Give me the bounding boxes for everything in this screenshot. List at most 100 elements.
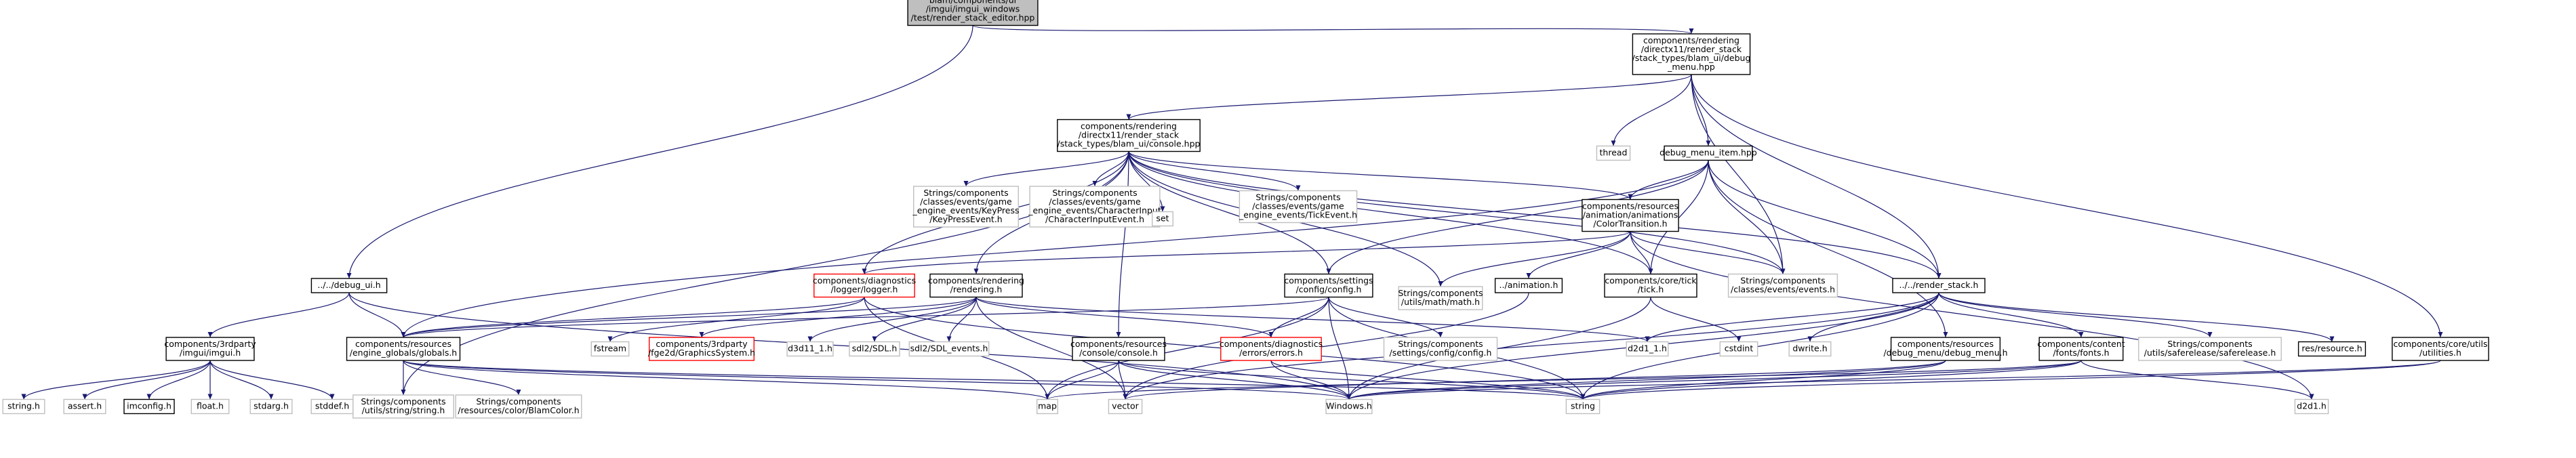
node-label-line: components/resources bbox=[1070, 339, 1167, 349]
node-render-stack[interactable]: ../../render_stack.h bbox=[1892, 278, 1986, 293]
node-box bbox=[2294, 398, 2329, 415]
edge-animation-to-vector bbox=[1125, 292, 1529, 400]
node-sdl: sdl2/SDL.h bbox=[849, 341, 900, 357]
node-debug-ui[interactable]: ../../debug_ui.h bbox=[310, 278, 388, 293]
node-label-line: _menu.hpp bbox=[1667, 62, 1715, 72]
node-label-line: components/3rdparty bbox=[656, 339, 748, 349]
node-box bbox=[1151, 211, 1173, 227]
node-label-line: /console/console.h bbox=[1079, 348, 1158, 358]
node-rendering[interactable]: components/rendering/rendering.h bbox=[928, 273, 1024, 298]
node-box bbox=[1383, 337, 1498, 361]
edge-render_stack-to-saferelease bbox=[1938, 292, 2211, 338]
node-tick[interactable]: components/core/tick/tick.h bbox=[1604, 273, 1697, 298]
node-box bbox=[190, 398, 230, 415]
edge-rendering-to-globals bbox=[403, 296, 977, 338]
node-label-line: ../../render_stack.h bbox=[1899, 280, 1979, 290]
node-box bbox=[63, 398, 106, 415]
node-label-line: /stack_types/blam_ui/debug bbox=[1632, 53, 1751, 63]
node-label-line: blam/components/ui bbox=[929, 0, 1016, 5]
node-animation[interactable]: ../animation.h bbox=[1494, 278, 1563, 293]
node-box bbox=[590, 341, 630, 357]
node-config[interactable]: components/settings/config/config.h bbox=[1284, 273, 1373, 298]
node-colortrans[interactable]: components/resources/animation/animation… bbox=[1582, 199, 1679, 232]
node-box bbox=[2, 398, 45, 415]
node-box bbox=[1029, 186, 1161, 228]
edge-imgui-to-stdarg bbox=[209, 360, 272, 400]
edge-console-to-tickevent bbox=[1128, 151, 1299, 191]
edge-rendering-to-d3d11 bbox=[809, 297, 977, 342]
edge-debug_ui-to-imgui bbox=[209, 292, 350, 338]
edge-console-to-keypress bbox=[965, 151, 1129, 187]
node-stdarg: stdarg.h bbox=[249, 398, 293, 415]
node-errors[interactable]: components/diagnostics/errors/errors.h bbox=[1220, 337, 1323, 361]
node-label-line: assert.h bbox=[68, 401, 102, 411]
edge-imgui-to-stddef bbox=[209, 360, 333, 400]
edge-globals-to-blamcolor bbox=[403, 360, 519, 396]
node-box bbox=[912, 186, 1019, 228]
node-imgui[interactable]: components/3rdparty/imgui/imgui.h bbox=[164, 337, 256, 361]
node-label-line: /animation/animations bbox=[1583, 210, 1678, 220]
node-label-line: /fge2d/GraphicsSystem.h bbox=[648, 348, 755, 358]
node-menu-item[interactable]: debug_menu_item.hpp bbox=[1659, 145, 1757, 161]
node-keypress: Strings/components/classes/events/game_e… bbox=[912, 186, 1020, 228]
node-box bbox=[1072, 337, 1165, 361]
node-globals[interactable]: components/resources/engine_globals/glob… bbox=[346, 337, 461, 361]
node-box bbox=[2392, 337, 2489, 361]
edge-arrowhead bbox=[2309, 394, 2314, 400]
node-box bbox=[249, 398, 293, 415]
node-events: Strings/components/classes/events/events… bbox=[1727, 273, 1838, 298]
node-box bbox=[1596, 145, 1631, 161]
node-layer: blam/components/ui/imgui/imgui_windows/t… bbox=[2, 0, 2489, 419]
node-label-line: vector bbox=[1112, 401, 1140, 411]
edge-arrowhead bbox=[1346, 394, 1352, 400]
node-box bbox=[1220, 337, 1322, 361]
node-res-console[interactable]: components/resources/console/console.h bbox=[1070, 337, 1167, 361]
edge-arrowhead bbox=[346, 273, 352, 278]
edge-menu_item-to-events bbox=[1708, 160, 1784, 274]
node-box bbox=[1284, 273, 1373, 298]
node-imconfig[interactable]: imconfig.h bbox=[123, 398, 175, 415]
node-d2d1-1: d2d1_1.h bbox=[1626, 341, 1669, 357]
edge-menu_item-to-globals bbox=[403, 160, 1709, 338]
edge-render_stack-to-vector bbox=[1125, 292, 1939, 400]
edge-console-to-res_console bbox=[1118, 151, 1129, 338]
node-fonts[interactable]: components/content/fonts/fonts.h bbox=[2037, 337, 2125, 361]
node-debug-menu[interactable]: components/rendering/directx11/render_st… bbox=[1632, 33, 1751, 75]
edge-config-to-cfgcfg bbox=[1328, 297, 1441, 338]
node-utilities[interactable]: components/core/utils/utilities.h bbox=[2392, 337, 2489, 361]
node-label-line: d2d1_1.h bbox=[1628, 344, 1667, 354]
edge-res_debug_menu-to-string bbox=[1582, 360, 1946, 400]
node-label-line: Strings/components bbox=[1052, 188, 1137, 198]
node-root[interactable]: blam/components/ui/imgui/imgui_windows/t… bbox=[907, 0, 1039, 26]
edge-res_console-to-string bbox=[1118, 360, 1584, 400]
node-box bbox=[2138, 337, 2282, 361]
node-box bbox=[1632, 33, 1751, 75]
edge-arrowhead bbox=[2207, 332, 2213, 337]
node-box bbox=[1494, 278, 1563, 293]
node-logger[interactable]: components/diagnostics/logger/logger.h bbox=[813, 273, 916, 298]
node-box bbox=[1626, 341, 1669, 357]
node-gpu[interactable]: components/3rdparty/fge2d/GraphicsSystem… bbox=[648, 337, 755, 361]
node-box bbox=[1890, 337, 2001, 361]
edge-console-to-events bbox=[1128, 151, 1784, 274]
node-resource[interactable]: res/resource.h bbox=[2297, 341, 2367, 357]
node-label-line: set bbox=[1156, 213, 1169, 224]
edge-arrowhead bbox=[516, 390, 521, 395]
node-label-line: Windows.h bbox=[1326, 401, 1372, 411]
node-label-line: fstream bbox=[594, 344, 626, 354]
node-console[interactable]: components/rendering/directx11/render_st… bbox=[1057, 119, 1201, 152]
node-label-line: /fonts/fonts.h bbox=[2053, 348, 2109, 358]
edge-arrowhead bbox=[1943, 332, 1948, 337]
edge-arrowhead bbox=[1580, 394, 1586, 400]
edge-imgui-to-imconfig bbox=[148, 360, 211, 400]
edge-render_stack-to-resource bbox=[1938, 292, 2333, 342]
node-label-line: dwrite.h bbox=[1792, 344, 1827, 354]
node-label-line: Strings/components bbox=[2167, 339, 2252, 349]
node-label-line: components/rendering bbox=[1643, 35, 1739, 45]
edge-debug_menu-to-console bbox=[1128, 74, 1692, 121]
node-label-line: /rendering.h bbox=[950, 285, 1003, 295]
node-math: Strings/components/utils/math/math.h bbox=[1398, 286, 1483, 310]
node-box bbox=[123, 398, 175, 415]
edge-globals-to-string bbox=[403, 360, 1584, 400]
node-res-debug-menu[interactable]: components/resources/debug_menu/debug_me… bbox=[1883, 337, 2008, 361]
